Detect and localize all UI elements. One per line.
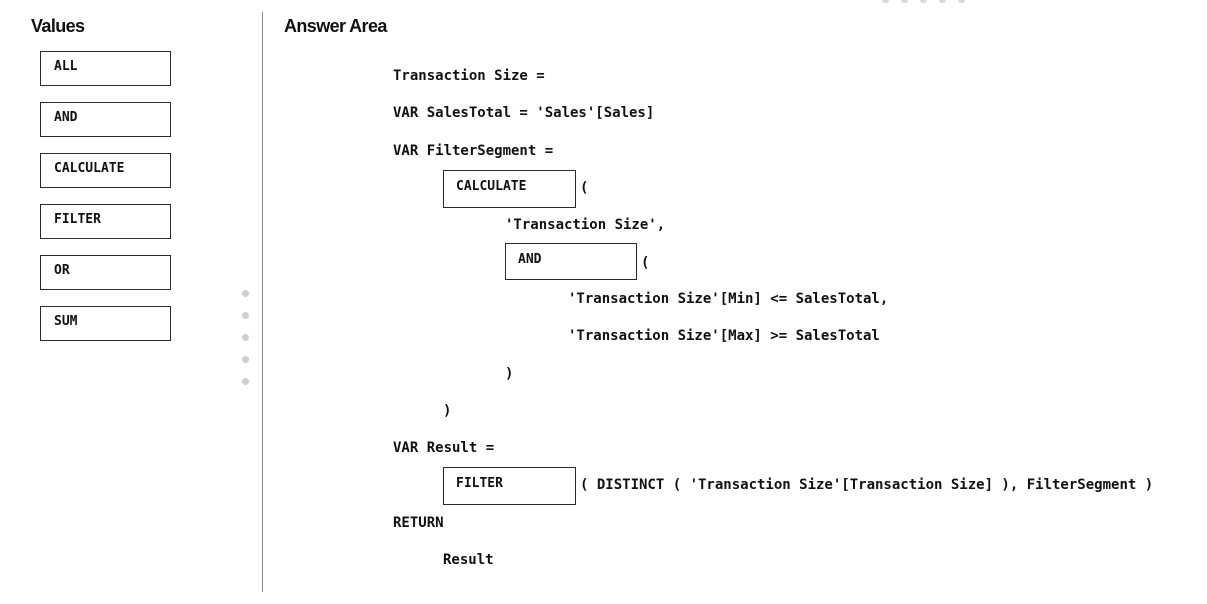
value-item-label: FILTER [54,212,101,227]
answer-slot-1[interactable]: CALCULATE [443,170,576,208]
code-close-paren: ) [443,403,452,419]
code-table-argument: 'Transaction Size', [505,217,666,233]
drag-handle-dots-icon[interactable] [242,290,250,400]
code-var-salestotal: VAR SalesTotal = 'Sales'[Sales] [393,105,655,121]
value-item-calculate[interactable]: CALCULATE [40,153,171,188]
code-close-paren: ) [505,366,514,382]
values-heading: Values [31,16,85,36]
value-item-all[interactable]: ALL [40,51,171,86]
code-open-paren: ( [580,180,589,196]
value-item-label: AND [54,110,78,125]
dot-icon [242,356,249,363]
answer-slot-1-value: CALCULATE [456,179,527,194]
code-return-keyword: RETURN [393,515,444,531]
value-item-label: OR [54,263,70,278]
answer-area-heading: Answer Area [284,16,387,36]
top-dots-icon [882,0,965,4]
code-condition-max: 'Transaction Size'[Max] >= SalesTotal [568,328,880,344]
code-filter-arguments: ( DISTINCT ( 'Transaction Size'[Transact… [580,477,1154,493]
answer-slot-2[interactable]: AND [505,243,637,280]
code-result-reference: Result [443,552,494,568]
value-item-label: SUM [54,314,78,329]
dot-icon [242,290,249,297]
panel-divider [262,12,263,592]
answer-slot-2-value: AND [518,252,542,267]
answer-slot-3-value: FILTER [456,476,503,491]
code-var-result: VAR Result = [393,440,495,456]
code-open-paren: ( [641,255,650,271]
value-item-label: CALCULATE [54,161,125,176]
dot-icon [242,378,249,385]
value-item-filter[interactable]: FILTER [40,204,171,239]
value-item-label: ALL [54,59,78,74]
code-var-filtersegment: VAR FilterSegment = [393,143,554,159]
dot-icon [242,334,249,341]
code-condition-min: 'Transaction Size'[Min] <= SalesTotal, [568,291,889,307]
value-item-or[interactable]: OR [40,255,171,290]
answer-slot-3[interactable]: FILTER [443,467,576,505]
value-item-and[interactable]: AND [40,102,171,137]
value-item-sum[interactable]: SUM [40,306,171,341]
code-measure-declaration: Transaction Size = [393,68,545,84]
dot-icon [242,312,249,319]
